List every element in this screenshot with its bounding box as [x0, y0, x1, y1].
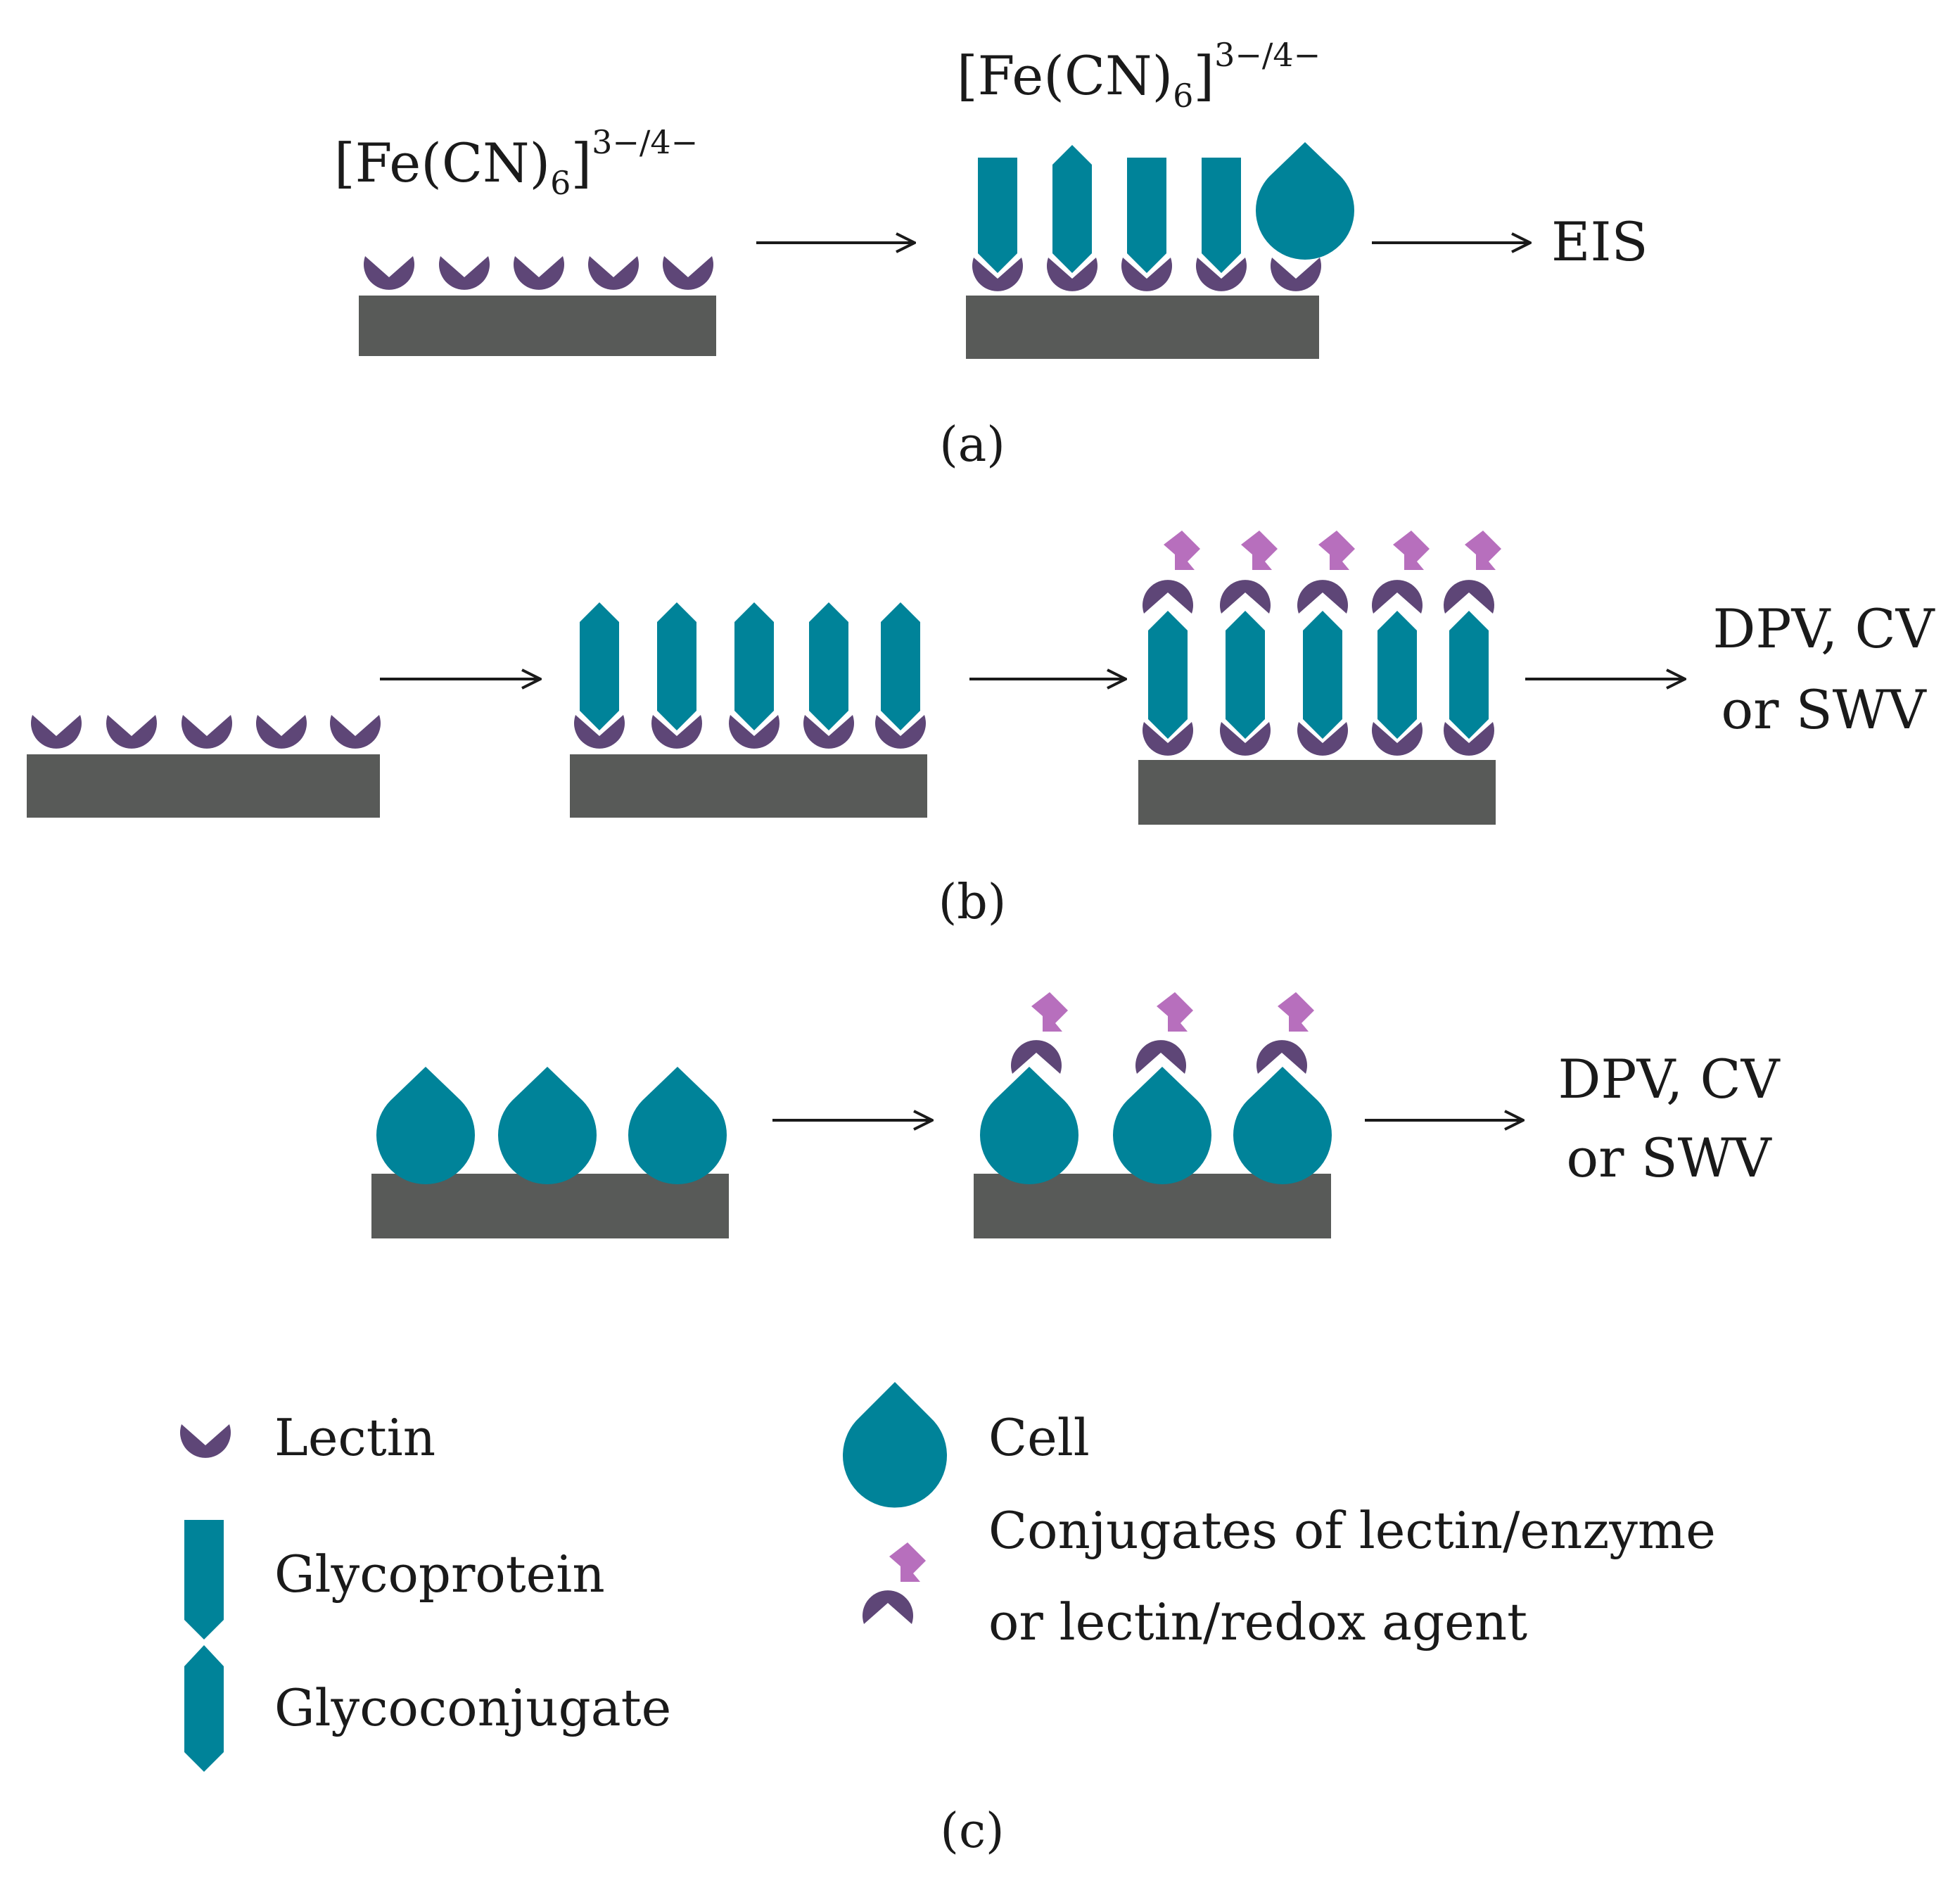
- lectin-row-b3-top: [1143, 580, 1494, 614]
- lectin: [588, 256, 639, 290]
- lectin-row-c2: [1011, 1040, 1307, 1074]
- cell: [498, 1067, 597, 1184]
- conjugate-tag-icon: [889, 1542, 926, 1582]
- conjugate-tag: [1241, 531, 1278, 570]
- electrode-c2: [974, 1174, 1331, 1238]
- panel-c: DPV, CV or SWV: [371, 992, 1781, 1238]
- electrode-b3: [1138, 760, 1496, 825]
- lectin: [663, 256, 713, 290]
- lectin-row-b1: [30, 715, 381, 749]
- glycoconjugate-row-b2: [580, 602, 920, 730]
- readout-b-line2: or SWV: [1721, 678, 1926, 741]
- electrode-c1: [371, 1174, 729, 1238]
- legend-label-lectin: Lectin: [274, 1408, 435, 1467]
- cell: [1233, 1067, 1332, 1184]
- glycoconjugate: [809, 602, 848, 730]
- legend-label-conjugates-line1: Conjugates of lectin/enzyme: [988, 1501, 1716, 1560]
- conjugate-tag: [1393, 531, 1430, 570]
- lectin: [364, 256, 414, 290]
- lectin: [514, 256, 564, 290]
- glycoconjugate-icon: [184, 1645, 224, 1772]
- glycoconjugate: [1148, 611, 1188, 739]
- conjugate-tag: [1318, 531, 1355, 570]
- glycoprotein: [1127, 158, 1166, 273]
- lectin-row-a1: [364, 256, 713, 290]
- cell: [980, 1067, 1078, 1184]
- cell: [628, 1067, 727, 1184]
- glycoconjugate: [1377, 611, 1417, 739]
- glycoconjugate: [1052, 145, 1092, 273]
- legend-label-conjugates-line2: or lectin/redox agent: [988, 1592, 1527, 1651]
- glycoconjugate-row-b3: [1148, 611, 1489, 739]
- readout-eis: EIS: [1551, 210, 1648, 273]
- conjugate-tag: [1465, 531, 1501, 570]
- glycoconjugate: [580, 602, 619, 730]
- glycoconjugate: [1449, 611, 1489, 739]
- lectin: [1220, 580, 1271, 614]
- lectin: [256, 715, 307, 749]
- readout-c-line1: DPV, CV: [1558, 1048, 1780, 1110]
- electrode-a1: [359, 296, 716, 356]
- lectin: [106, 715, 157, 749]
- glycoconjugate: [657, 602, 696, 730]
- electrode-a2: [966, 296, 1319, 359]
- conjugate-tag: [1278, 992, 1314, 1032]
- glycoconjugate: [1303, 611, 1342, 739]
- glycoprotein: [1202, 158, 1241, 273]
- cell-icon: [843, 1382, 947, 1508]
- glycoprotein: [978, 158, 1017, 273]
- legend-label-glycoprotein: Glycoprotein: [274, 1545, 605, 1604]
- cell: [1113, 1067, 1211, 1184]
- lectin: [439, 256, 490, 290]
- tag-row-c2: [1031, 992, 1314, 1032]
- cell: [376, 1067, 475, 1184]
- readout-c-line2: or SWV: [1566, 1127, 1771, 1189]
- cell: [1256, 142, 1354, 260]
- readout-b-line1: DPV, CV: [1712, 597, 1935, 660]
- lectin: [1444, 580, 1494, 614]
- panel-label-a: (a): [939, 417, 1005, 473]
- panel-label-b: (b): [938, 875, 1007, 930]
- glycoprotein-row-a2: [978, 142, 1354, 273]
- conjugate-tag: [1031, 992, 1068, 1032]
- legend-item-cell: Cell: [843, 1382, 1090, 1508]
- redox-probe-label-a1: [Fe(CN)6]3−/4−: [334, 123, 698, 202]
- lectin: [30, 715, 82, 749]
- glycoconjugate: [881, 602, 920, 730]
- legend-item-glycoconjugate: Glycoconjugate: [184, 1645, 671, 1772]
- lectin-icon: [180, 1424, 231, 1458]
- tag-row-b3: [1164, 531, 1501, 570]
- lectin: [1372, 580, 1423, 614]
- conjugate-tag: [1157, 992, 1193, 1032]
- panel-a: [Fe(CN)6]3−/4− [Fe(CN)6]3−/4− EI: [334, 36, 1648, 473]
- lectin: [1271, 258, 1321, 291]
- lectin: [1143, 580, 1193, 614]
- legend-label-glycoconjugate: Glycoconjugate: [274, 1678, 671, 1737]
- glycoconjugate: [734, 602, 774, 730]
- conjugate-icon: [863, 1590, 913, 1624]
- legend-item-glycoprotein: Glycoprotein: [184, 1520, 605, 1640]
- lectin: [182, 715, 232, 749]
- lectin: [1011, 1040, 1062, 1074]
- legend-item-lectin: Lectin: [180, 1408, 435, 1467]
- legend-label-cell: Cell: [988, 1408, 1090, 1467]
- conjugate-tag: [1164, 531, 1200, 570]
- cell-row-c2: [980, 1067, 1332, 1184]
- legend: Lectin Glycoprotein Glycoconjugate Cell …: [180, 1382, 1716, 1772]
- electrode-b1: [27, 754, 380, 818]
- legend-item-conjugates: Conjugates of lectin/enzyme or lectin/re…: [863, 1501, 1716, 1651]
- lectin: [1297, 580, 1348, 614]
- glycoconjugate: [1226, 611, 1265, 739]
- cell-row-c1: [376, 1067, 727, 1184]
- electrode-b2: [570, 754, 927, 818]
- lectin: [330, 715, 381, 749]
- glycoprotein-icon: [184, 1520, 224, 1640]
- panel-b: DPV, CV or SWV (b): [27, 531, 1935, 930]
- panel-label-c: (c): [940, 1803, 1004, 1859]
- redox-probe-label-a2: [Fe(CN)6]3−/4−: [957, 36, 1321, 115]
